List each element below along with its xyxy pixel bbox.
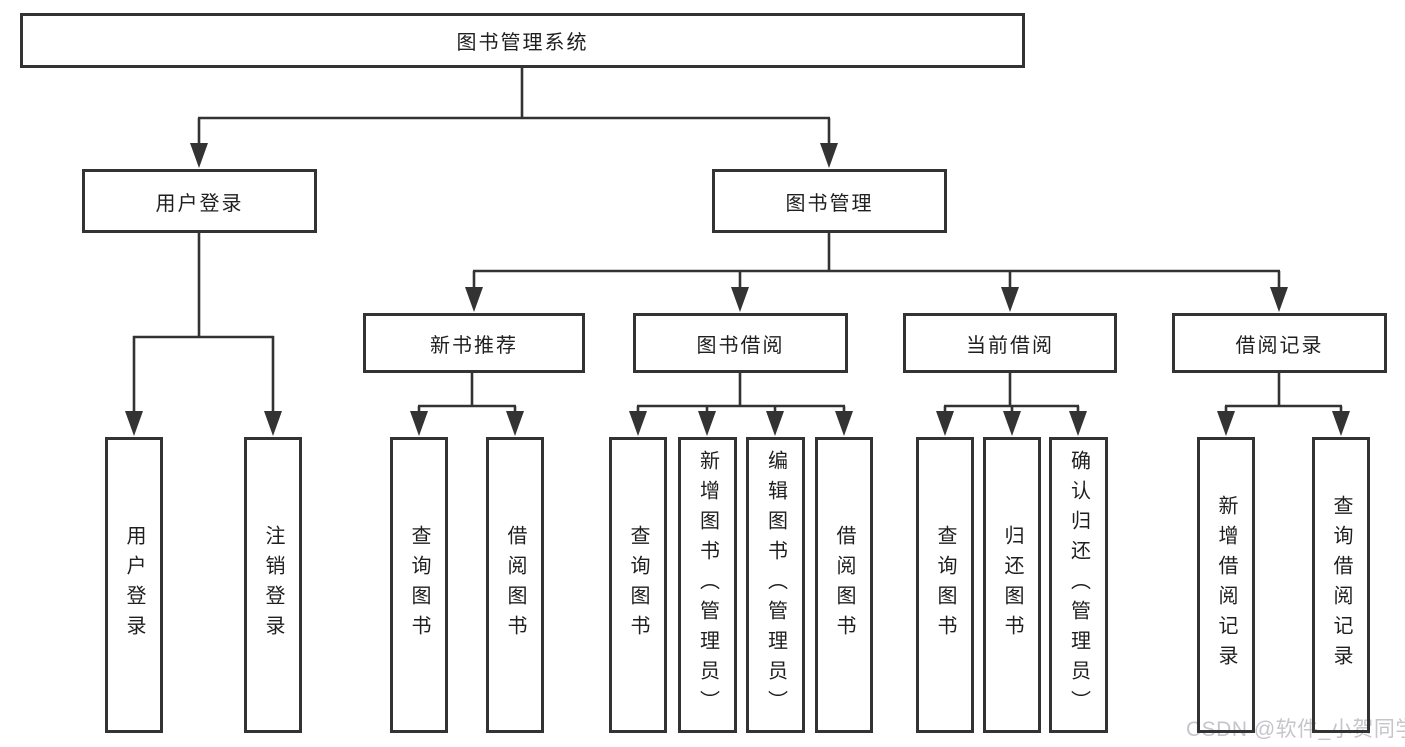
node-label: 用户登录: [155, 192, 244, 215]
node-book-management: 图书管理: [712, 169, 947, 233]
csdn-watermark: CSDN @软件_小贺同学: [1186, 718, 1405, 741]
leaf-query-books-recommend: 查询图书: [390, 437, 448, 733]
arrowhead-down-icon: [1217, 411, 1235, 436]
leaf-add-books-admin: 新增图书（管理员）: [678, 437, 737, 733]
arrowhead-down-icon: [936, 411, 954, 436]
node-library-management-system: 图书管理系统: [20, 13, 1025, 68]
node-label: 借阅记录: [1235, 334, 1324, 357]
leaf-confirm-return-admin: 确认归还（管理员）: [1049, 437, 1108, 733]
node-book-borrowing: 图书借阅: [633, 313, 848, 373]
arrowhead-down-icon: [264, 411, 282, 436]
leaf-edit-books-admin: 编辑图书（管理员）: [746, 437, 805, 733]
leaf-label: 查询图书: [627, 525, 649, 645]
arrowhead-down-icon: [1332, 411, 1350, 436]
arrowhead-down-icon: [766, 411, 784, 436]
leaf-query-books-current: 查询图书: [916, 437, 974, 733]
node-new-book-recommendation: 新书推荐: [363, 313, 585, 373]
leaf-label: 查询图书: [408, 525, 430, 645]
arrowhead-down-icon: [698, 411, 716, 436]
node-borrowing-records: 借阅记录: [1172, 313, 1387, 373]
leaf-borrow-books-recommend: 借阅图书: [486, 437, 544, 733]
leaf-label: 借阅图书: [833, 525, 855, 645]
arrowhead-down-icon: [1003, 411, 1021, 436]
leaf-label: 新增图书（管理员）: [696, 450, 719, 720]
arrowhead-down-icon: [410, 411, 428, 436]
arrowhead-down-icon: [1270, 287, 1288, 312]
arrowhead-down-icon: [820, 143, 838, 168]
leaf-label: 注销登录: [262, 525, 284, 645]
node-label: 图书借阅: [696, 334, 785, 357]
node-current-borrowing: 当前借阅: [903, 313, 1117, 373]
leaf-borrow-books-borrowing: 借阅图书: [815, 437, 873, 733]
node-user-login: 用户登录: [82, 169, 317, 233]
arrowhead-down-icon: [731, 287, 749, 312]
leaf-return-books: 归还图书: [983, 437, 1041, 733]
arrowhead-down-icon: [1069, 411, 1087, 436]
leaf-label: 归还图书: [1001, 525, 1023, 645]
node-label: 图书管理系统: [456, 32, 589, 54]
arrowhead-down-icon: [190, 143, 208, 168]
leaf-add-borrowing-record: 新增借阅记录: [1197, 437, 1255, 733]
leaf-query-books-borrowing: 查询图书: [609, 437, 667, 733]
node-label: 新书推荐: [430, 334, 518, 357]
node-label: 图书管理: [785, 192, 874, 215]
node-label: 当前借阅: [966, 334, 1054, 357]
arrowhead-down-icon: [125, 411, 143, 436]
leaf-query-borrowing-record: 查询借阅记录: [1312, 437, 1370, 733]
arrowhead-down-icon: [465, 287, 483, 312]
leaf-label: 查询图书: [934, 525, 956, 645]
leaf-label: 借阅图书: [504, 525, 526, 645]
leaf-label: 查询借阅记录: [1330, 495, 1352, 675]
leaf-label: 确认归还（管理员）: [1067, 450, 1090, 720]
arrowhead-down-icon: [506, 411, 524, 436]
leaf-label: 新增借阅记录: [1215, 495, 1237, 675]
arrowhead-down-icon: [1001, 287, 1019, 312]
leaf-logout: 注销登录: [244, 437, 302, 733]
leaf-user-login: 用户登录: [105, 437, 163, 733]
arrowhead-down-icon: [835, 411, 853, 436]
leaf-label: 用户登录: [123, 525, 145, 645]
leaf-label: 编辑图书（管理员）: [764, 450, 787, 720]
arrowhead-down-icon: [629, 411, 647, 436]
